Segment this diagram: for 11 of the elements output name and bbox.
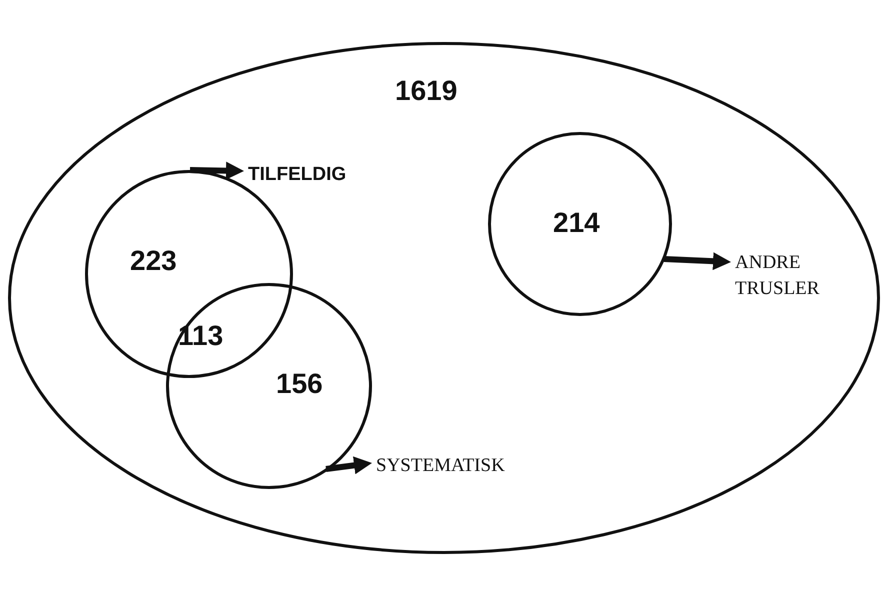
overlap-count: 113	[178, 320, 224, 352]
arrow	[326, 456, 372, 474]
count-number: 223	[130, 245, 177, 277]
arrow	[190, 162, 244, 180]
count-number: 156	[276, 368, 323, 400]
category-label: SYSTEMATISK	[376, 453, 536, 479]
count-number: 1619	[395, 75, 458, 107]
arrow	[664, 252, 731, 270]
category-label: TILFELDIG	[248, 162, 378, 188]
count-number: 214	[553, 207, 600, 239]
category-label: ANDRE TRUSLER	[735, 250, 845, 302]
